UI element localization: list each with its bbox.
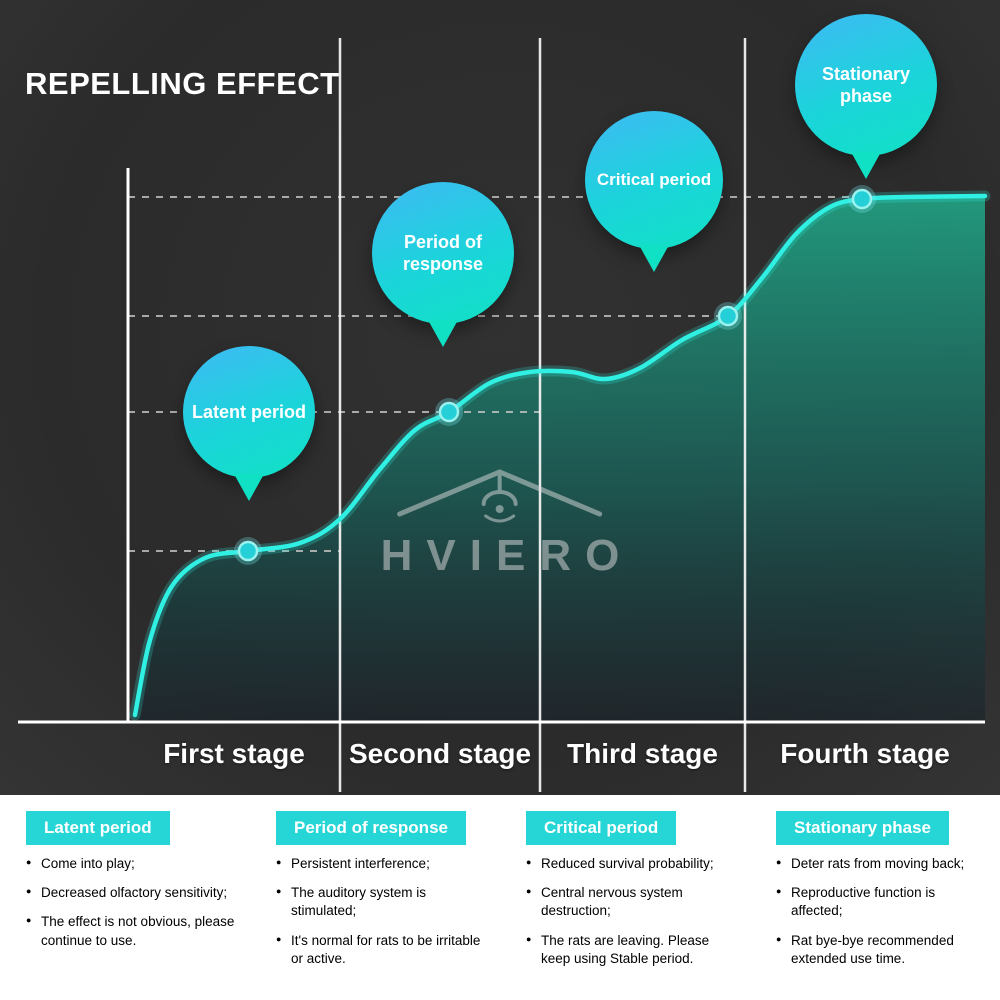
legend-column-critical-period: Critical period Reduced survival probabi…: [500, 795, 750, 1000]
legend-bullet: The auditory system is stimulated;: [276, 884, 490, 920]
legend-section: Latent period Come into play; Decreased …: [0, 795, 1000, 1000]
legend-bullet: Reduced survival probability;: [526, 855, 740, 873]
legend-header-badge: Period of response: [276, 811, 466, 845]
balloon-label: Latent period: [191, 401, 306, 422]
legend-header-badge: Stationary phase: [776, 811, 949, 845]
legend-bullet-list: Reduced survival probability; Central ne…: [526, 855, 740, 968]
legend-bullet: Persistent interference;: [276, 855, 490, 873]
legend-bullet: Reproductive function is affected;: [776, 884, 990, 920]
legend-bullet-list: Deter rats from moving back; Reproductiv…: [776, 855, 990, 968]
page-title: REPELLING EFFECT: [25, 66, 340, 101]
balloon-label: Stationary phase: [821, 63, 911, 107]
chart-section: REPELLING EFFECT Latent period Period of…: [0, 0, 1000, 795]
balloon-label: Period of response: [402, 231, 484, 275]
legend-bullet-list: Come into play; Decreased olfactory sens…: [26, 855, 240, 950]
balloon-critical-period: Critical period: [585, 111, 723, 249]
stage-label-fourth: Fourth stage: [780, 738, 950, 769]
legend-header-badge: Latent period: [26, 811, 170, 845]
legend-bullet: Come into play;: [26, 855, 240, 873]
balloon-stationary-phase: Stationary phase: [795, 14, 937, 156]
stage-label-first: First stage: [163, 738, 305, 769]
legend-bullet: Central nervous system destruction;: [526, 884, 740, 920]
legend-bullet: Rat bye-bye recommended extended use tim…: [776, 932, 990, 968]
legend-bullet: Deter rats from moving back;: [776, 855, 990, 873]
legend-header-badge: Critical period: [526, 811, 677, 845]
stage-label-second: Second stage: [348, 738, 532, 769]
legend-column-latent-period: Latent period Come into play; Decreased …: [0, 795, 250, 1000]
legend-bullet: It's normal for rats to be irritable or …: [276, 932, 490, 968]
balloon-label: Critical period: [596, 170, 712, 190]
legend-bullet: Decreased olfactory sensitivity;: [26, 884, 240, 902]
legend-bullet: The effect is not obvious, please contin…: [26, 913, 240, 949]
balloon-latent-period: Latent period: [183, 346, 315, 478]
legend-bullet-list: Persistent interference; The auditory sy…: [276, 855, 490, 968]
balloon-period-of-response: Period of response: [372, 182, 514, 324]
legend-column-stationary-phase: Stationary phase Deter rats from moving …: [750, 795, 1000, 1000]
legend-column-period-of-response: Period of response Persistent interferen…: [250, 795, 500, 1000]
repelling-effect-chart: [128, 38, 991, 792]
legend-bullet: The rats are leaving. Please keep using …: [526, 932, 740, 968]
stage-label-third: Third stage: [567, 738, 718, 769]
